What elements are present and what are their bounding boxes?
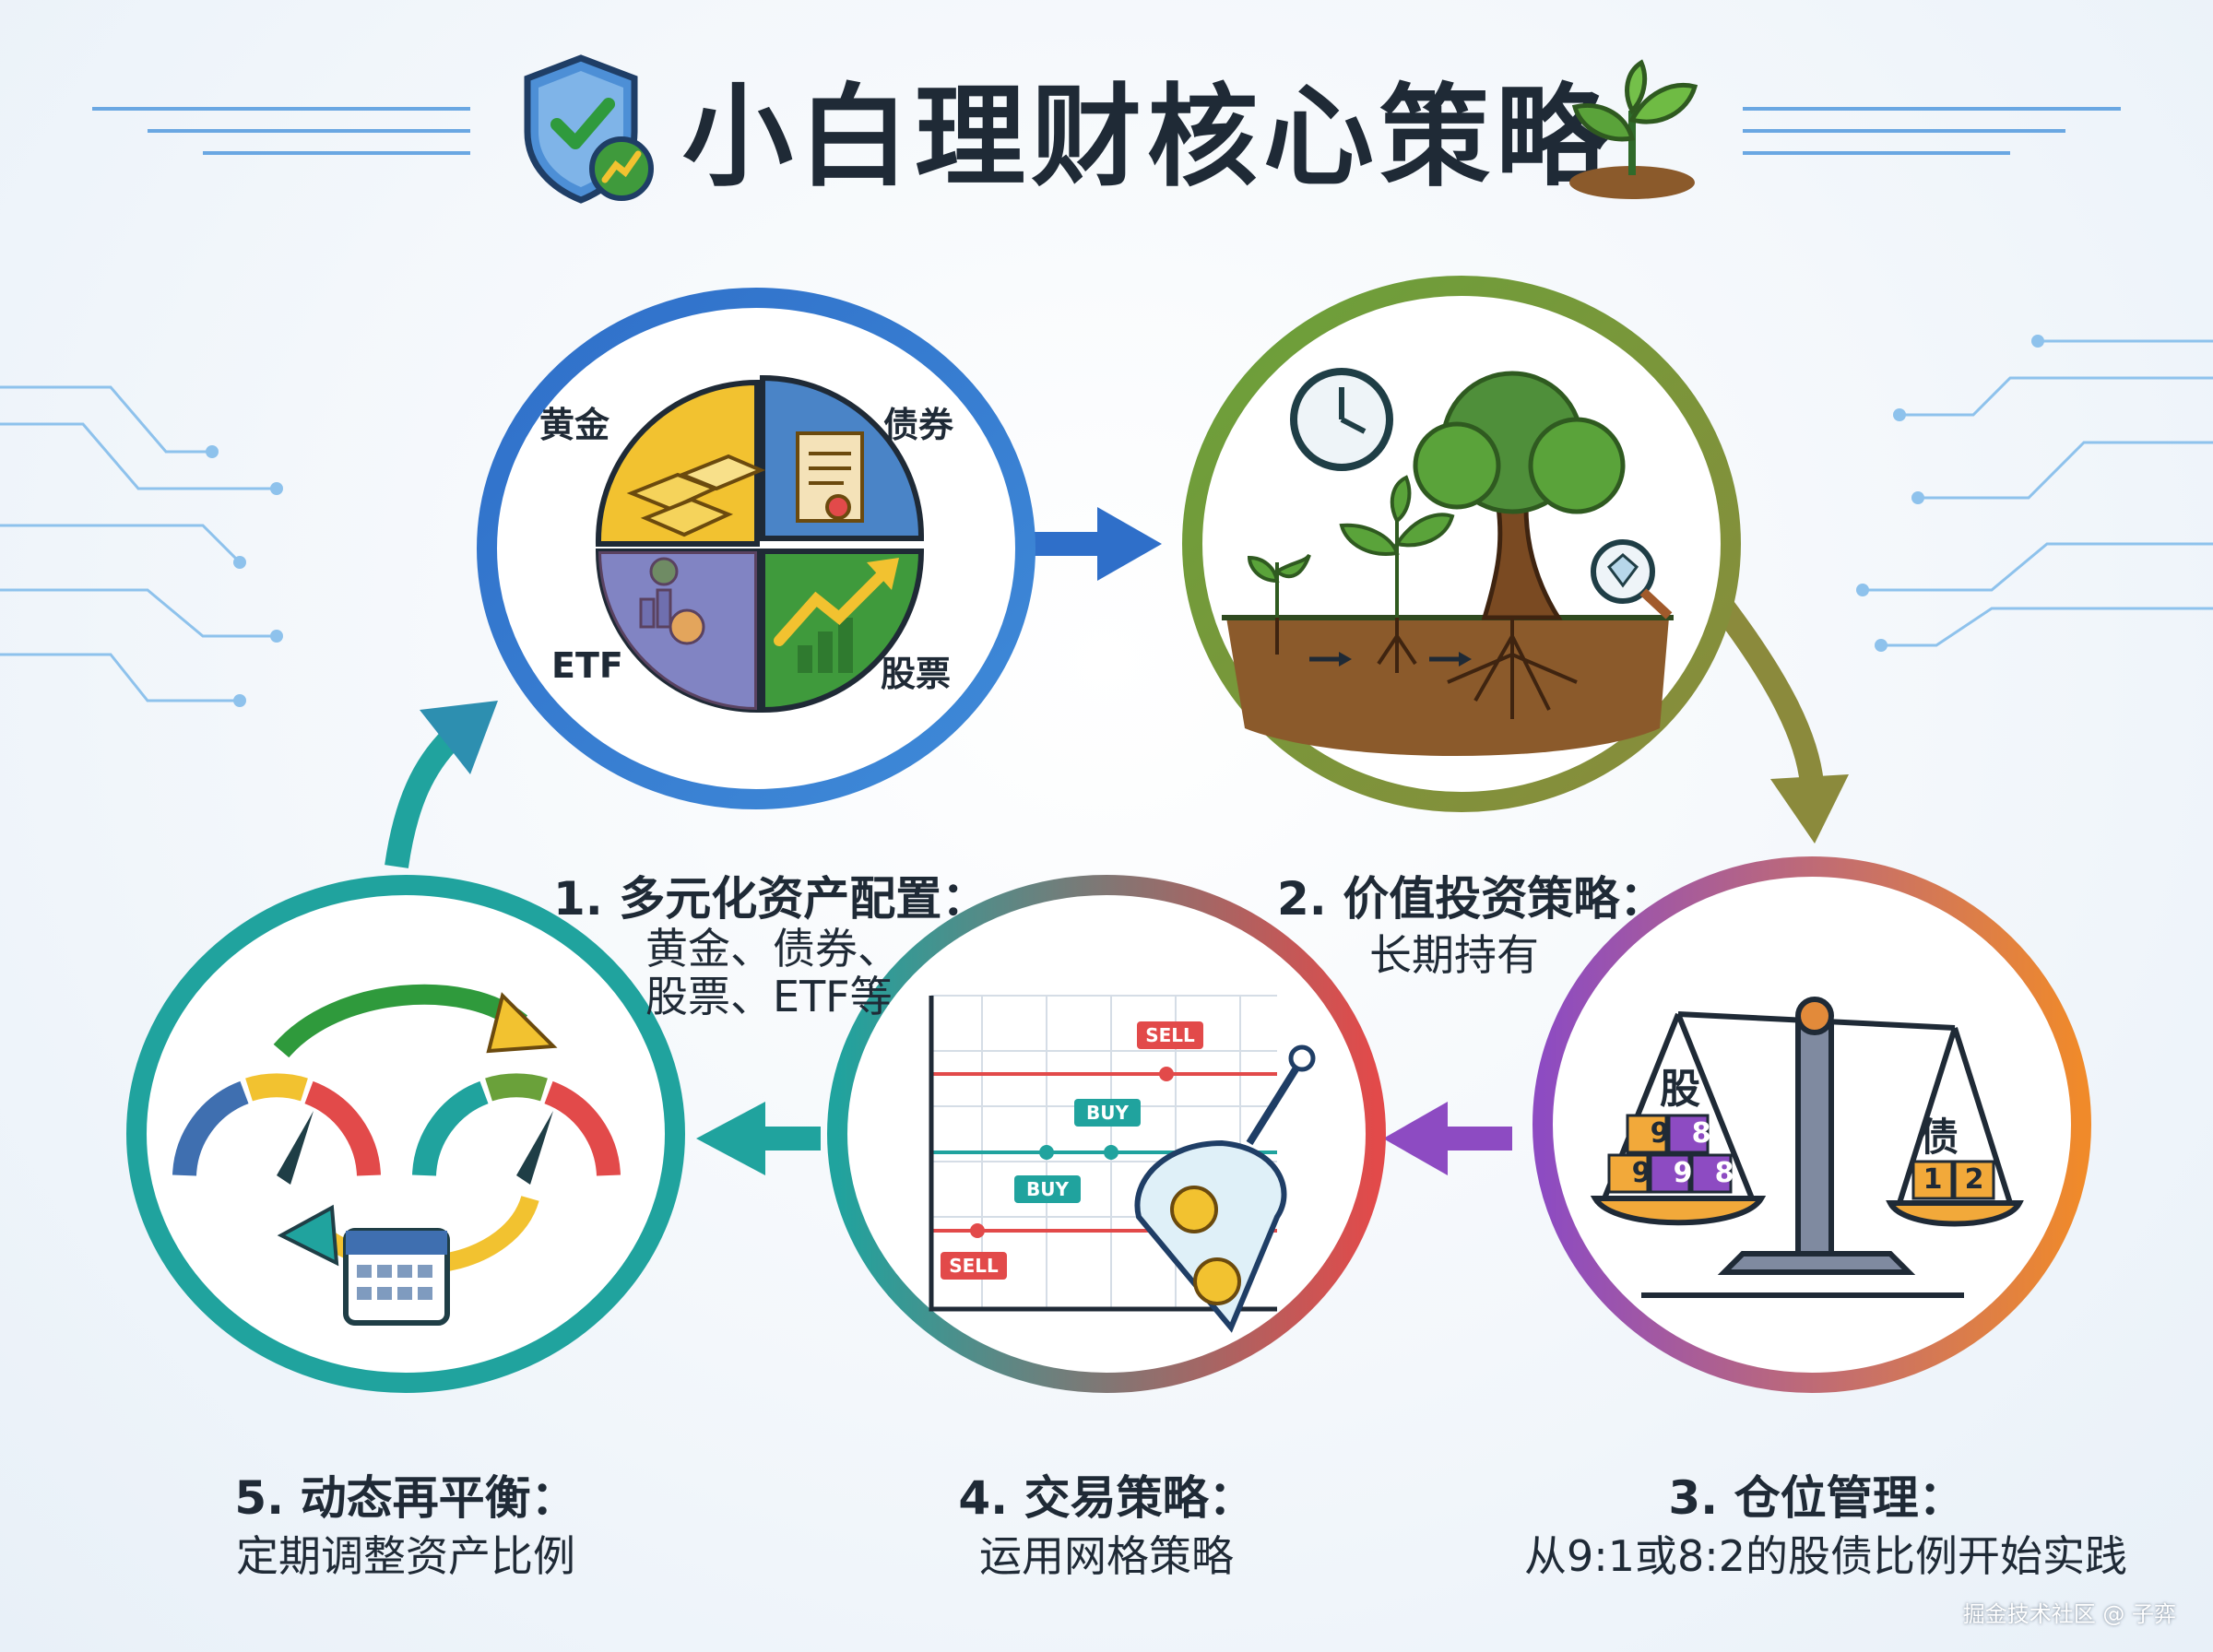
balance-scale-icon: [1590, 997, 2024, 1298]
step5-circle: [126, 875, 685, 1393]
step4-title: 4. 交易策略：: [958, 1471, 1255, 1525]
net-with-coins-icon: [1134, 1044, 1316, 1333]
step2-circle: [1182, 276, 1741, 812]
bond-scroll-icon: [796, 431, 864, 523]
circuit-lines-left: [0, 385, 283, 707]
sprout-icon: [1569, 59, 1698, 199]
step1-desc-line2: 股票、ETF等: [645, 972, 893, 1021]
stock-arrow-icon: [774, 558, 899, 673]
gauge-right-icon: [412, 1073, 621, 1185]
block-stock-9a: 9: [1650, 1117, 1670, 1150]
pie-label-etf: ETF: [551, 645, 623, 686]
block-stock-8a: 8: [1691, 1117, 1711, 1150]
watermark: 掘金技术社区 @ 子弈: [1962, 1601, 2176, 1627]
decor-lines-right: [1743, 107, 2121, 155]
small-sprout-icon: [1247, 553, 1311, 618]
scale-right-label: 债: [1920, 1115, 1959, 1160]
plant-icon: [1339, 475, 1455, 618]
grid-sell-bottom: SELL: [949, 1255, 999, 1277]
block-stock-9c: 9: [1673, 1157, 1693, 1189]
clock-icon: [1290, 368, 1393, 471]
gold-bars-icon: [626, 454, 766, 537]
block-bond-2: 2: [1964, 1163, 1984, 1196]
pie-label-stock: 股票: [881, 654, 952, 694]
step3-title: 3. 仓位管理：: [1668, 1471, 1965, 1525]
step5-title: 5. 动态再平衡：: [234, 1471, 577, 1525]
step4-desc: 运用网格策略: [979, 1531, 1234, 1581]
gauge-left-icon: [172, 1073, 381, 1185]
calendar-icon: [343, 1228, 450, 1326]
grid-sell-top: SELL: [1145, 1024, 1195, 1046]
step1-title: 1. 多元化资产配置：: [553, 872, 988, 926]
step4-circle: [827, 875, 1386, 1393]
step1-desc-line1: 黄金、债券、: [645, 924, 900, 974]
page-title: 小白理财核心策略: [682, 74, 1612, 202]
shield-check-icon: [524, 54, 654, 204]
tree-icon: [1413, 371, 1626, 620]
stock-blocks: [1607, 1114, 1733, 1194]
decor-lines-left: [92, 107, 470, 155]
etf-coins-icon: [639, 557, 705, 645]
scale-left-label: 股: [1660, 1066, 1700, 1113]
step2-desc: 长期持有: [1369, 930, 1539, 980]
step3-circle: [1533, 856, 2091, 1393]
circuit-lines-right: [1856, 335, 2213, 652]
bond-blocks: [1911, 1160, 1995, 1200]
block-stock-9b: 9: [1631, 1157, 1651, 1189]
grid-buy-low: BUY: [1026, 1178, 1069, 1200]
magnifier-diamond-icon: [1591, 539, 1673, 620]
block-stock-8b: 8: [1714, 1157, 1734, 1189]
grid-buy-mid: BUY: [1086, 1102, 1129, 1124]
block-bond-1: 1: [1923, 1163, 1943, 1196]
step2-title: 2. 价值投资策略：: [1277, 872, 1666, 926]
pie-label-bond: 债券: [883, 405, 954, 445]
step1-circle: [477, 288, 1035, 809]
pie-label-gold: 黄金: [539, 405, 610, 445]
step3-desc: 从9:1或8:2的股债比例开始实践: [1523, 1531, 2128, 1581]
step5-desc: 定期调整资产比例: [236, 1531, 575, 1581]
